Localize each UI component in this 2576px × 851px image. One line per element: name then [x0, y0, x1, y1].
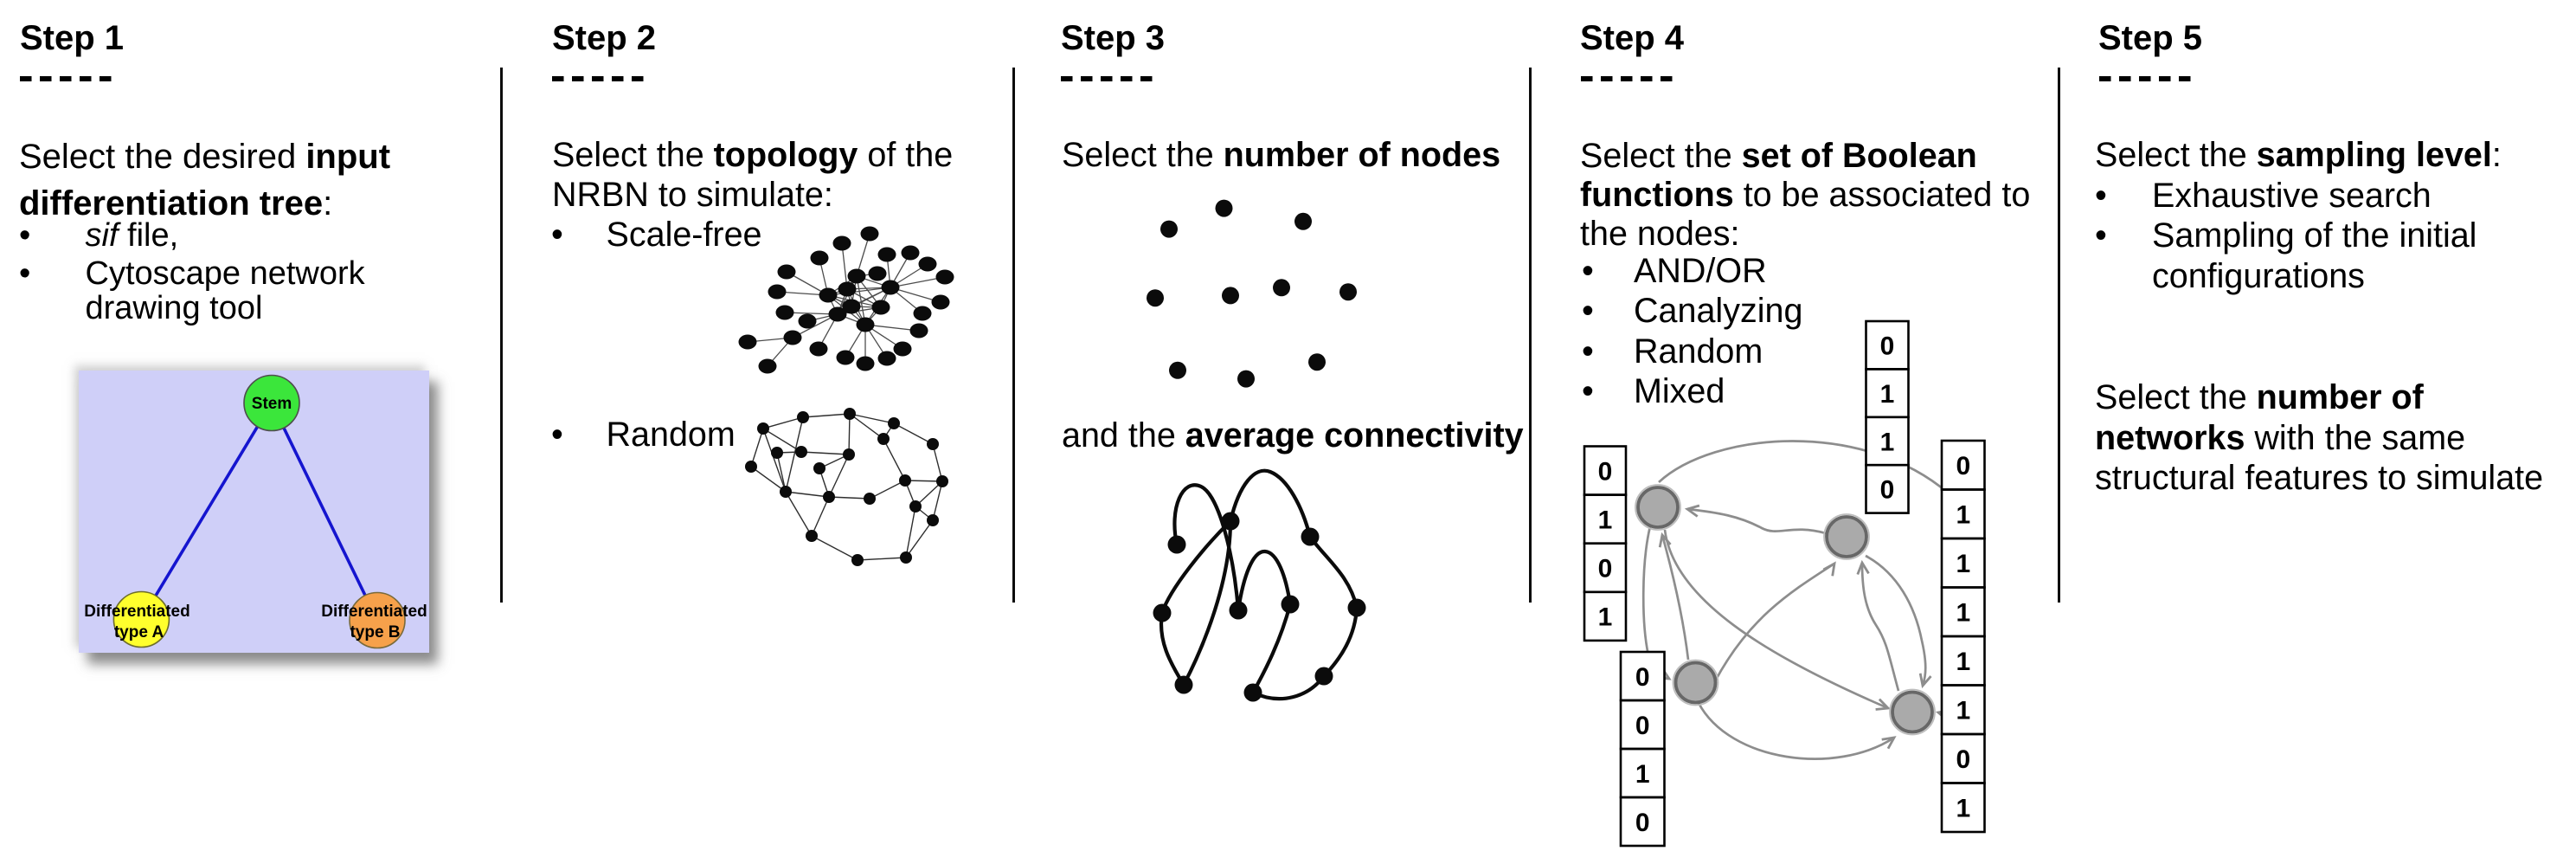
svg-text:0: 0 — [1880, 332, 1895, 361]
svg-text:0: 0 — [1598, 457, 1613, 486]
svg-text:0: 0 — [1956, 745, 1970, 774]
svg-text:1: 1 — [1956, 550, 1970, 578]
svg-text:Differentiated: Differentiated — [84, 603, 190, 621]
svg-text:1: 1 — [1956, 501, 1970, 530]
svg-text:1: 1 — [1956, 599, 1970, 628]
svg-text:0: 0 — [1635, 809, 1650, 837]
svg-text:Stem: Stem — [252, 395, 292, 413]
svg-text:0: 0 — [1598, 555, 1613, 583]
svg-text:1: 1 — [1956, 697, 1970, 725]
svg-text:1: 1 — [1635, 760, 1650, 789]
svg-text:0: 0 — [1635, 663, 1650, 692]
svg-text:1: 1 — [1598, 603, 1613, 632]
svg-text:1: 1 — [1956, 795, 1970, 823]
svg-text:0: 0 — [1956, 452, 1970, 480]
svg-text:type B: type B — [350, 623, 400, 641]
svg-text:1: 1 — [1956, 648, 1970, 676]
svg-text:0: 0 — [1880, 476, 1895, 505]
svg-text:1: 1 — [1880, 380, 1895, 409]
svg-text:1: 1 — [1880, 428, 1895, 456]
svg-text:0: 0 — [1635, 712, 1650, 740]
svg-text:type A: type A — [114, 623, 164, 641]
svg-text:1: 1 — [1598, 506, 1613, 534]
svg-text:Differentiated: Differentiated — [321, 603, 427, 621]
